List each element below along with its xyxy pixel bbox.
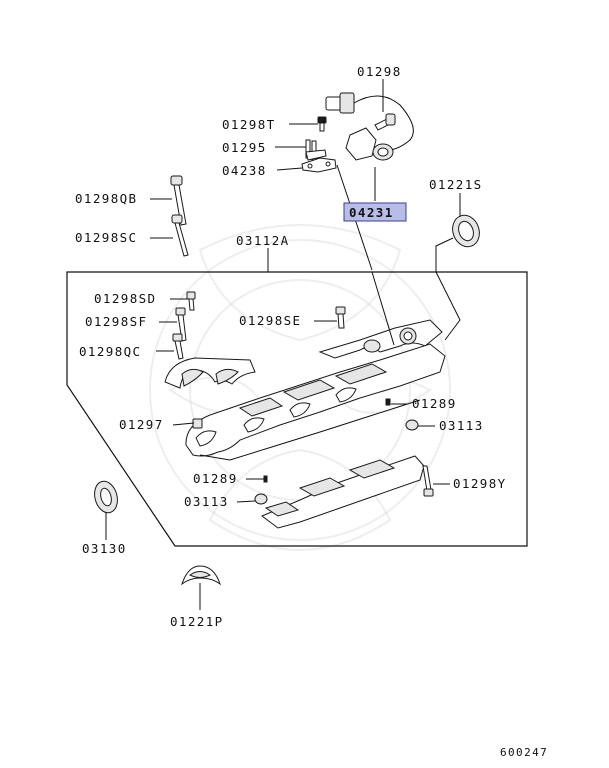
label-01298SE[interactable]: 01298SE: [239, 313, 301, 328]
bolt-01298QB: [170, 175, 187, 226]
label-01298SF[interactable]: 01298SF: [85, 314, 147, 329]
bolt-01298SC: [171, 214, 189, 257]
label-01298[interactable]: 01298: [357, 64, 402, 79]
label-01295[interactable]: 01295: [222, 140, 267, 155]
label-01298QB[interactable]: 01298QB: [75, 191, 137, 206]
bracket-01295: [305, 139, 327, 161]
bolt-01298SD: [186, 291, 196, 311]
plug-01297: [192, 418, 203, 429]
label-01298Y[interactable]: 01298Y: [453, 476, 507, 491]
bolt-01298Y: [422, 465, 434, 497]
assembly-frame: [66, 271, 528, 547]
label-04231[interactable]: 04231: [349, 205, 394, 220]
label-01298SC[interactable]: 01298SC: [75, 230, 137, 245]
seal-03113-lower: [254, 493, 268, 505]
cam-cap-left: [164, 357, 256, 389]
oil-seal-03130: [94, 480, 118, 514]
label-01221P[interactable]: 01221P: [170, 614, 224, 629]
bolt-01298SF: [175, 307, 187, 342]
oil-seal-01221S: [452, 214, 480, 248]
label-01298SD[interactable]: 01298SD: [94, 291, 156, 306]
label-03112A[interactable]: 03112A: [236, 233, 290, 248]
bolt-01298QC: [172, 333, 184, 360]
gasket-04238: [301, 157, 337, 173]
pin-01289-lower: [263, 475, 268, 483]
label-01289-lower[interactable]: 01289: [193, 471, 238, 486]
bolt-01298SE: [335, 306, 346, 329]
cam-bearing-cap-lower: [261, 455, 425, 529]
label-04231-highlight[interactable]: 04231: [343, 202, 407, 222]
label-03113-upper[interactable]: 03113: [439, 418, 484, 433]
label-01298T[interactable]: 01298T: [222, 117, 276, 132]
small-bolt-01298T: [317, 116, 327, 132]
label-01298QC[interactable]: 01298QC: [79, 344, 141, 359]
cam-bearing-cap-main: [185, 343, 446, 461]
label-01289-upper[interactable]: 01289: [412, 396, 457, 411]
cap-01221P: [181, 565, 221, 586]
leader-lines: [105, 79, 461, 610]
cam-cap-top-right: [318, 319, 443, 359]
label-03113-lower[interactable]: 03113: [184, 494, 229, 509]
label-01221S[interactable]: 01221S: [429, 177, 483, 192]
cam-position-sensor: [325, 92, 414, 161]
seal-03113-upper: [405, 419, 419, 431]
label-03130[interactable]: 03130: [82, 541, 127, 556]
pin-01289-upper: [385, 398, 391, 406]
label-01297[interactable]: 01297: [119, 417, 164, 432]
diagram-id: 600247: [500, 746, 548, 759]
label-04238[interactable]: 04238: [222, 163, 267, 178]
